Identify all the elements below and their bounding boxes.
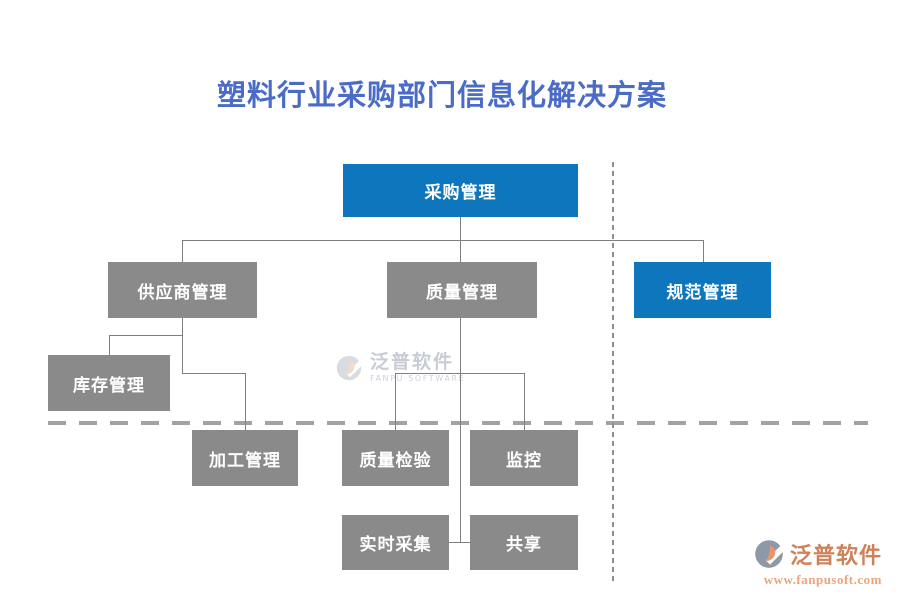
node-label: 加工管理 — [209, 450, 281, 471]
node-label: 质量检验 — [359, 450, 432, 471]
connector-line — [182, 318, 183, 374]
node-label: 共享 — [506, 535, 542, 555]
page-title: 塑料行业采购部门信息化解决方案 — [216, 78, 667, 112]
brand-name: 泛普软件 — [789, 544, 882, 569]
connector-line — [460, 373, 461, 542]
connector-line — [109, 336, 110, 355]
fanpu-logo-icon — [336, 355, 364, 381]
node-label: 库存管理 — [73, 375, 145, 396]
node-inventory-management: 库存管理 — [48, 355, 170, 411]
node-label: 质量管理 — [426, 282, 498, 303]
node-sharing: 共享 — [470, 515, 578, 570]
connector-line — [460, 217, 461, 241]
brand-url: www.fanpusoft.com — [763, 572, 882, 587]
vertical-dashed-divider — [612, 162, 614, 582]
node-label: 实时采集 — [359, 535, 432, 555]
connector-line — [460, 318, 461, 373]
connector-line — [703, 241, 704, 262]
connector-line — [449, 542, 470, 543]
connector-line — [395, 374, 396, 430]
connector-line — [182, 373, 246, 374]
connector-line — [524, 374, 525, 430]
connector-line — [109, 335, 182, 336]
node-label: 供应商管理 — [137, 282, 228, 303]
node-processing-management: 加工管理 — [192, 430, 298, 486]
connector-line — [182, 240, 704, 241]
node-label: 监控 — [506, 450, 542, 471]
node-label: 规范管理 — [666, 282, 739, 303]
watermark-subtitle: FANPU SOFTWARE — [370, 374, 466, 383]
horizontal-dashed-divider — [48, 421, 868, 425]
connector-line — [245, 374, 246, 430]
brand-logo: 泛普软件 www.fanpusoft.com — [752, 537, 882, 588]
node-supplier-management: 供应商管理 — [108, 262, 257, 318]
node-standard-management: 规范管理 — [634, 262, 771, 318]
node-quality-management: 质量管理 — [387, 262, 537, 318]
connector-line — [460, 241, 461, 262]
fanpu-logo-icon — [755, 540, 786, 568]
node-quality-inspection: 质量检验 — [342, 430, 449, 486]
center-watermark: 泛普软件 FANPU SOFTWARE — [334, 353, 465, 383]
connector-line — [182, 241, 183, 262]
node-procurement-management: 采购管理 — [343, 164, 578, 217]
node-realtime-collection: 实时采集 — [342, 515, 449, 570]
node-label: 采购管理 — [424, 183, 497, 203]
watermark-name: 泛普软件 — [370, 351, 455, 373]
node-monitoring: 监控 — [470, 430, 578, 486]
